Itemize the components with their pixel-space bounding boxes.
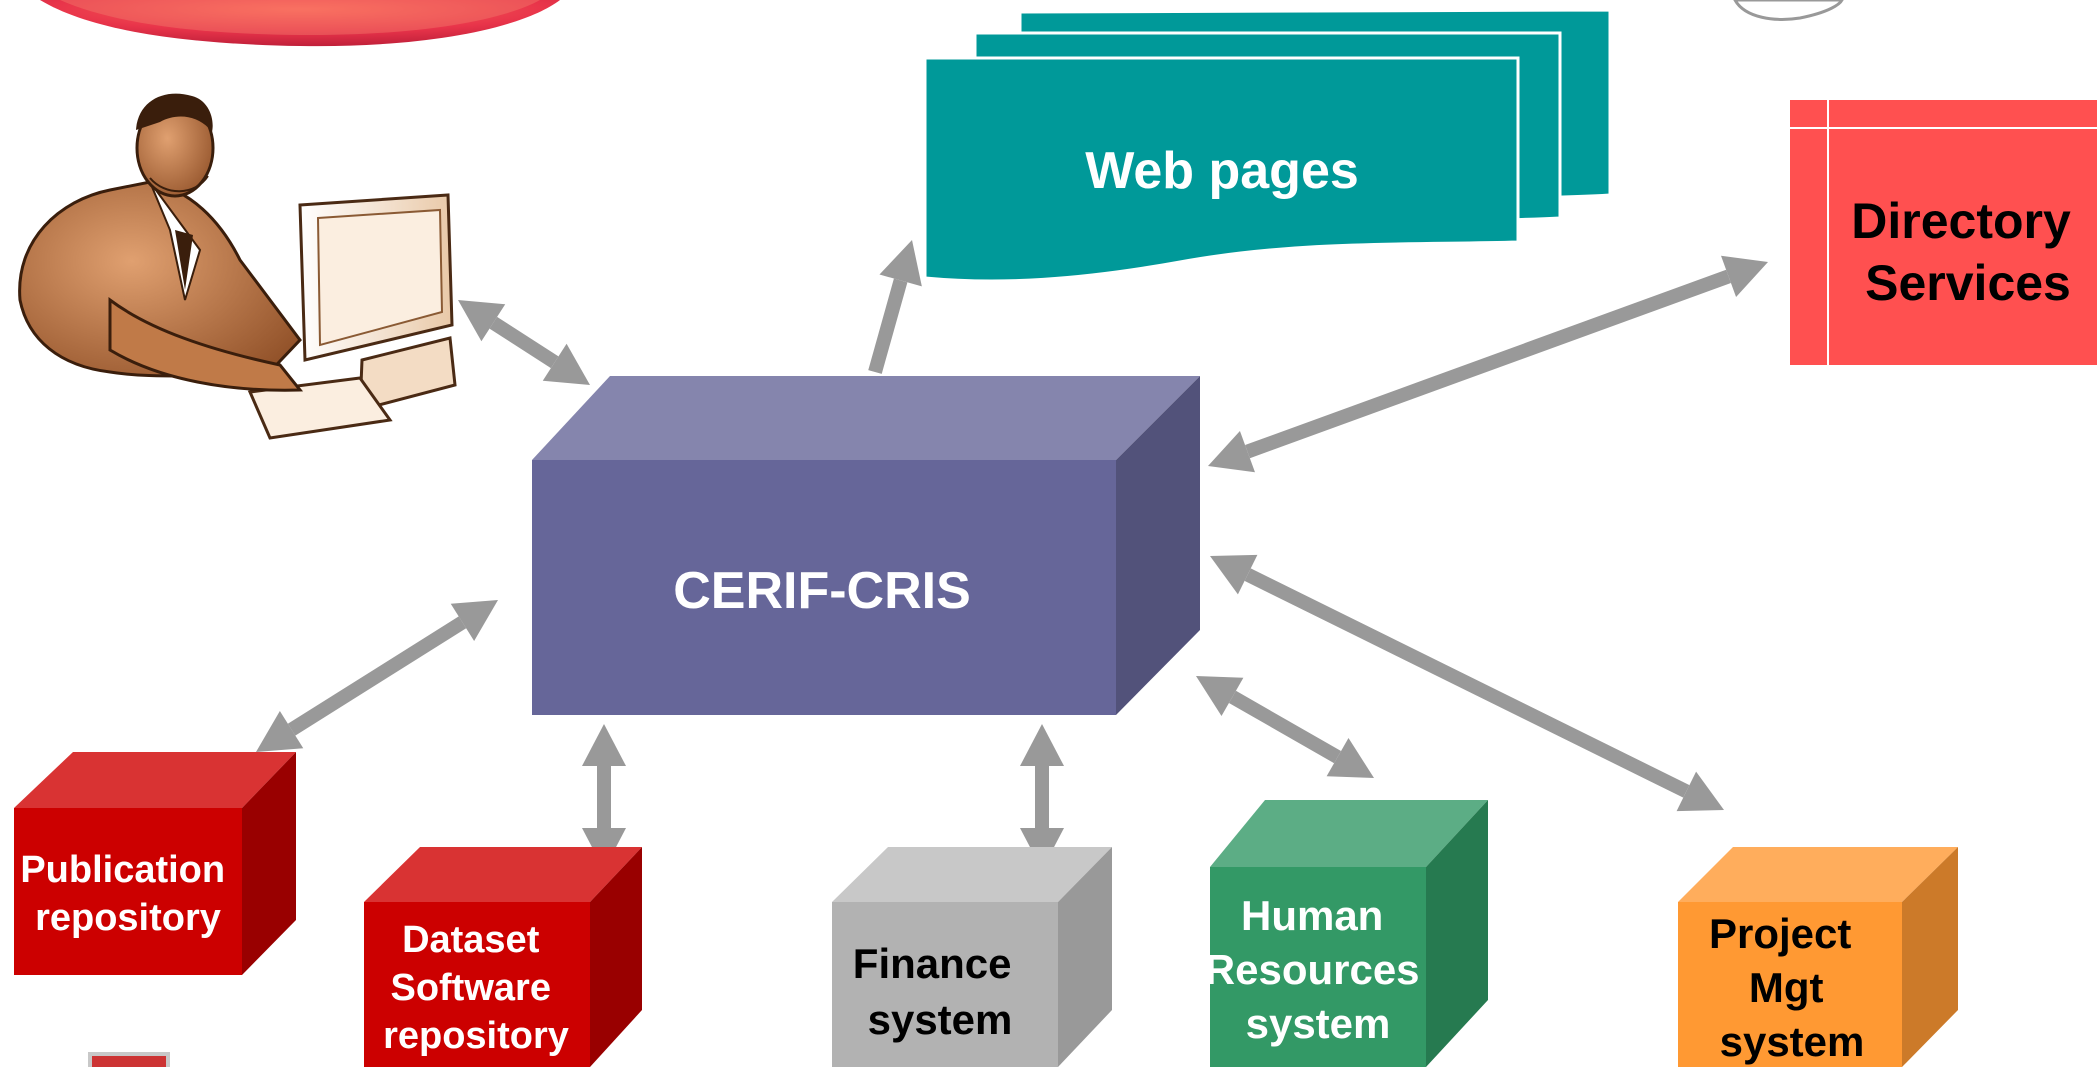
arrow-shaft [1245,269,1731,459]
arrow-head [582,724,626,766]
arrow-shaft [287,616,467,736]
publication-repository-label: Publication repository [20,849,235,939]
arrow-head [1676,771,1724,812]
arrow-head [1208,430,1255,473]
cerif-cris-node: CERIF-CRIS [532,376,1200,715]
directory-services-node: Directory Services [1790,100,2097,365]
arrow-core-project [1210,554,1724,812]
arrow-core-directory [1208,255,1768,473]
user-at-computer-icon [18,93,457,440]
connection-arrows [256,240,1768,870]
arrow-shaft [868,278,908,374]
web-pages-label: Web pages [1085,142,1359,200]
directory-services-label: Directory Services [1851,193,2084,311]
finance-system-node: Finance system [832,847,1112,1067]
arrow-head [542,343,590,385]
arrow-head [256,711,304,752]
arrow-core-publication [256,600,498,752]
web-pages-node: Web pages [923,8,1612,283]
arrow-head [450,600,498,641]
arrow-head [1020,724,1064,766]
arrow-head [1721,255,1768,298]
arrow-head [1196,676,1244,716]
human-resources-system-node: Human Resources system [1205,800,1488,1067]
arrow-core-hr [1196,676,1374,778]
arrow-head [879,240,922,287]
decorative-circle-icon [1733,0,1844,21]
dataset-software-repository-label: Dataset Software repository [383,919,569,1057]
arrow-user-core [458,300,590,385]
arrow-shaft [1244,568,1690,798]
arrow-head [1326,738,1374,778]
cerif-cris-label: CERIF-CRIS [673,562,971,620]
project-mgt-system-label: Project Mgt system [1709,910,1864,1065]
arrow-shaft [489,316,559,369]
arrow-shaft [1228,690,1342,764]
decorative-banner-icon [40,0,560,47]
project-mgt-system-node: Project Mgt system [1678,847,1958,1067]
human-resources-system-label: Human Resources system [1205,892,1431,1047]
publication-repository-node: Publication repository [14,752,296,975]
dataset-software-repository-node: Dataset Software repository [364,847,642,1067]
logo-icon [88,1052,170,1067]
finance-system-label: Finance system [853,940,1023,1043]
arrow-head [458,300,506,342]
arrow-core-webpages [868,240,922,374]
arrow-head [1210,554,1258,595]
